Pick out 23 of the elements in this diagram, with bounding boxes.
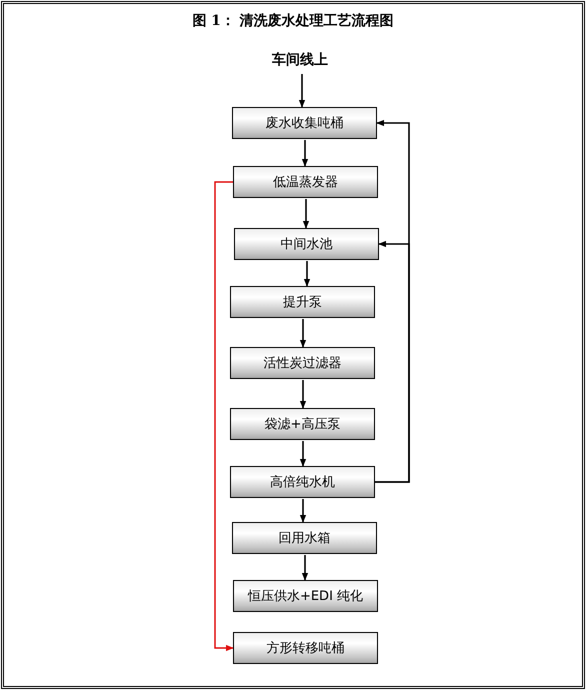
arrow xyxy=(302,140,308,167)
arrow xyxy=(298,74,306,108)
process-box: 活性炭过滤器 xyxy=(230,347,375,379)
arrow xyxy=(300,380,306,409)
process-box: 废水收集吨桶 xyxy=(232,107,377,139)
process-box: 中间水池 xyxy=(234,228,379,260)
title: 图 1： 清洗废水处理工艺流程图 xyxy=(191,12,395,30)
arrow xyxy=(302,199,310,229)
process-box: 恒压供水+EDI 纯化 xyxy=(233,580,378,612)
arrow xyxy=(302,555,308,581)
process-box: 低温蒸发器 xyxy=(233,166,378,198)
process-box: 袋滤+高压泵 xyxy=(230,408,375,440)
arrow xyxy=(300,441,306,467)
process-box: 回用水箱 xyxy=(232,522,377,554)
arrow xyxy=(375,240,410,483)
arrow xyxy=(300,499,306,523)
process-box: 提升泵 xyxy=(230,286,375,318)
process-box: 高倍纯水机 xyxy=(230,466,375,498)
process-box: 方形转移吨桶 xyxy=(233,632,378,664)
arrow xyxy=(300,319,306,348)
source-label: 车间线上 xyxy=(262,48,338,72)
arrow xyxy=(304,261,310,287)
arrow xyxy=(214,181,234,652)
